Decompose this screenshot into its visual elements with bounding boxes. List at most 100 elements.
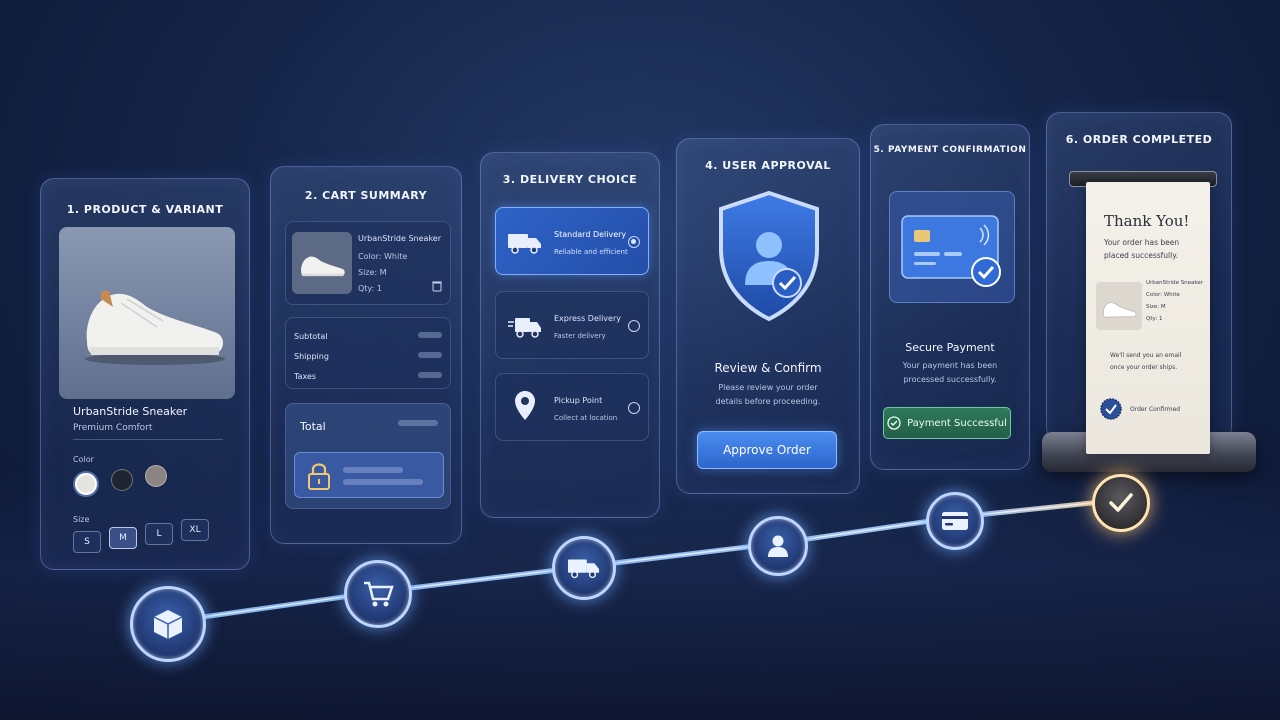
color-swatch-black[interactable] bbox=[111, 469, 133, 491]
location-pin-icon bbox=[515, 391, 535, 420]
cart-costs-card: Subtotal Shipping Taxes bbox=[285, 317, 451, 389]
size-label: Size bbox=[73, 515, 90, 524]
payment-line-1: Your payment has been bbox=[902, 361, 998, 370]
payment-heading: Secure Payment bbox=[905, 341, 995, 354]
total-value bbox=[398, 420, 438, 426]
timeline-step-3[interactable] bbox=[552, 536, 616, 600]
color-label: Color bbox=[73, 455, 94, 464]
sneaker-thumb-icon bbox=[301, 256, 345, 277]
check-circle-icon bbox=[887, 416, 901, 430]
product-subtitle: Premium Comfort bbox=[73, 423, 153, 433]
delivery-option-desc: Reliable and efficient bbox=[554, 248, 628, 256]
truck-icon bbox=[508, 234, 541, 254]
radio-unselected[interactable] bbox=[628, 320, 640, 332]
panel-cart-summary: 2. CART SUMMARY UrbanStride Sneaker Colo… bbox=[270, 166, 462, 544]
size-s-button[interactable]: S bbox=[73, 531, 101, 553]
divider bbox=[73, 439, 223, 440]
panel-delivery-choice: 3. DELIVERY CHOICE Standard Delivery Rel… bbox=[480, 152, 660, 518]
receipt-item-color: Color: White bbox=[1146, 292, 1180, 298]
panel-title: 5. PAYMENT CONFIRMATION bbox=[873, 145, 1027, 155]
delivery-option-express[interactable]: Express Delivery Faster delivery bbox=[495, 291, 649, 359]
cart-item-qty: Qty: 1 bbox=[358, 284, 382, 293]
delivery-option-name: Express Delivery bbox=[554, 314, 621, 323]
sneaker-image bbox=[85, 290, 225, 365]
radio-selected[interactable] bbox=[628, 236, 640, 248]
panel-title: 3. DELIVERY CHOICE bbox=[502, 173, 638, 186]
receipt-note-1: We'll send you an email bbox=[1110, 352, 1182, 359]
delivery-option-name: Standard Delivery bbox=[554, 230, 627, 239]
approve-order-button[interactable]: Approve Order bbox=[697, 431, 837, 469]
panel-title: 2. CART SUMMARY bbox=[304, 189, 428, 202]
timeline-step-1[interactable] bbox=[130, 586, 206, 662]
panel-title: 4. USER APPROVAL bbox=[705, 159, 831, 172]
total-label: Total bbox=[300, 420, 326, 433]
box-icon bbox=[153, 610, 183, 639]
cart-item-thumb bbox=[292, 232, 352, 294]
receipt-item-thumb bbox=[1096, 282, 1142, 330]
card-icon bbox=[942, 512, 968, 530]
lock-icon bbox=[308, 463, 330, 490]
timeline-step-6[interactable] bbox=[1092, 474, 1150, 532]
subtotal-value bbox=[418, 332, 442, 338]
trash-icon[interactable] bbox=[432, 280, 442, 292]
approval-line-1: Please review your order bbox=[718, 383, 818, 392]
order-confirmed-seal-icon bbox=[1100, 398, 1122, 420]
size-m-button[interactable]: M bbox=[109, 527, 137, 549]
size-l-button[interactable]: L bbox=[145, 523, 173, 545]
receipt-item-qty: Qty: 1 bbox=[1146, 316, 1163, 322]
receipt-note-2: once your order ships. bbox=[1110, 364, 1178, 371]
payment-success-badge: Payment Successful bbox=[883, 407, 1011, 439]
credit-card-icon bbox=[901, 215, 1001, 287]
payment-success-label: Payment Successful bbox=[907, 417, 1007, 429]
fast-truck-icon bbox=[508, 318, 541, 338]
shipping-value bbox=[418, 352, 442, 358]
receipt-badge-label: Order Confirmed bbox=[1130, 406, 1181, 413]
cart-icon bbox=[364, 581, 394, 607]
receipt-line-1: Your order has been bbox=[1104, 238, 1180, 247]
delivery-option-desc: Collect at location bbox=[554, 414, 618, 422]
delivery-option-pickup[interactable]: Pickup Point Collect at location bbox=[495, 373, 649, 441]
subtotal-label: Subtotal bbox=[294, 332, 328, 341]
product-name: UrbanStride Sneaker bbox=[73, 405, 188, 418]
shield-user-icon bbox=[719, 190, 819, 322]
panel-product-variant: 1. PRODUCT & VARIANT UrbanStride Sneaker… bbox=[40, 178, 250, 570]
delivery-option-desc: Faster delivery bbox=[554, 332, 606, 340]
sneaker-thumb-icon bbox=[1102, 302, 1137, 318]
receipt-item-name: UrbanStride Sneaker bbox=[1146, 280, 1204, 286]
receipt-line-2: placed successfully. bbox=[1104, 251, 1178, 260]
receipt-item-size: Size: M bbox=[1146, 304, 1166, 310]
shipping-label: Shipping bbox=[294, 352, 329, 361]
timeline-step-5[interactable] bbox=[926, 492, 984, 550]
cart-item-size: Size: M bbox=[358, 268, 387, 277]
credit-card-card bbox=[889, 191, 1015, 303]
taxes-label: Taxes bbox=[294, 372, 317, 381]
panel-user-approval: 4. USER APPROVAL Review & Confirm Please… bbox=[676, 138, 860, 494]
size-xl-button[interactable]: XL bbox=[181, 519, 209, 541]
secure-line bbox=[343, 479, 423, 485]
floor-reflection bbox=[0, 470, 1280, 720]
color-swatch-gray[interactable] bbox=[145, 465, 167, 487]
cart-item-color: Color: White bbox=[358, 252, 408, 261]
check-icon bbox=[1109, 493, 1133, 512]
timeline-step-2[interactable] bbox=[344, 560, 412, 628]
panel-payment-confirmation: 5. PAYMENT CONFIRMATION Secure Payment Y… bbox=[870, 124, 1030, 470]
approval-line-2: details before proceeding. bbox=[715, 397, 821, 406]
color-swatch-white[interactable] bbox=[75, 473, 97, 495]
cart-item-card: UrbanStride Sneaker Color: White Size: M… bbox=[285, 221, 451, 305]
receipt-heading: Thank You! bbox=[1104, 212, 1190, 230]
secure-line bbox=[343, 467, 403, 473]
order-receipt: Thank You! Your order has been placed su… bbox=[1086, 182, 1210, 454]
cart-item-name: UrbanStride Sneaker bbox=[358, 234, 441, 243]
total-card: Total bbox=[285, 403, 451, 509]
user-icon bbox=[768, 535, 788, 557]
delivery-option-standard[interactable]: Standard Delivery Reliable and efficient bbox=[495, 207, 649, 275]
radio-unselected[interactable] bbox=[628, 402, 640, 414]
timeline-step-4[interactable] bbox=[748, 516, 808, 576]
product-image-card bbox=[59, 227, 235, 399]
panel-title: 1. PRODUCT & VARIANT bbox=[66, 203, 224, 216]
taxes-value bbox=[418, 372, 442, 378]
payment-line-2: processed successfully. bbox=[903, 375, 997, 384]
approval-heading: Review & Confirm bbox=[714, 361, 822, 375]
secure-checkout-box[interactable] bbox=[294, 452, 444, 498]
